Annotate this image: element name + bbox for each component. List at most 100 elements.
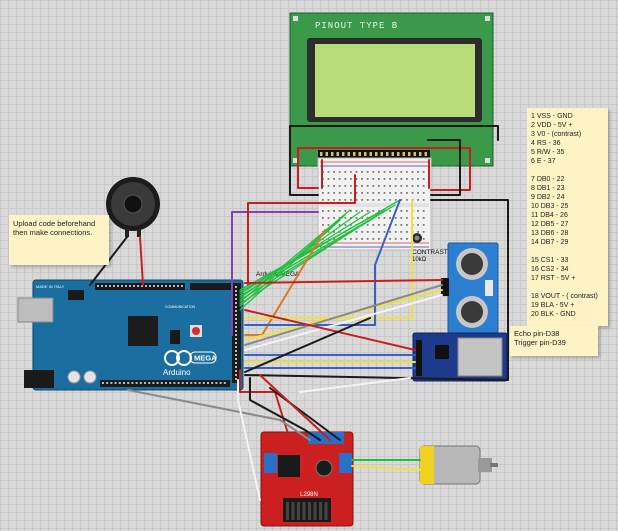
- breadboard-hole: [378, 224, 380, 226]
- header-pin: [153, 285, 155, 287]
- breadboard-hole: [378, 210, 380, 212]
- breadboard-hole: [361, 185, 363, 187]
- wire-white: [299, 377, 411, 393]
- lcd-pin: [369, 152, 372, 156]
- breadboard-hole: [411, 185, 414, 187]
- pinout-line: 6 E - 37: [531, 158, 556, 165]
- breadboard-hole: [344, 199, 347, 201]
- breadboard-hole: [372, 192, 375, 194]
- pinout-line: 16 CS2 - 34: [531, 266, 569, 273]
- breadboard-hole: [422, 192, 425, 194]
- pinout-line: 9 DB2 - 24: [531, 194, 565, 201]
- breadboard-hole: [344, 178, 347, 180]
- header-pin: [235, 298, 237, 300]
- breadboard-hole: [406, 199, 408, 201]
- echo-note: Echo pin-D38 Trigger pin-D39: [510, 326, 598, 356]
- breadboard-hole: [406, 231, 408, 233]
- wire-yellow: [244, 199, 413, 319]
- lcd-pin: [402, 152, 405, 156]
- lcd-pin: [364, 152, 367, 156]
- lcd-pin: [419, 152, 422, 156]
- arduino-logo-icon: [164, 350, 180, 366]
- breadboard-hole: [383, 185, 386, 187]
- breadboard-hole: [344, 185, 347, 187]
- lcd-mount-hole: [293, 158, 298, 163]
- breadboard-hole: [389, 192, 391, 194]
- wire-black: [269, 387, 341, 441]
- power-jack: [24, 370, 54, 388]
- header-pin: [127, 382, 130, 384]
- breadboard-hole: [327, 185, 330, 187]
- mega-label: MEGA: [194, 354, 217, 363]
- echo-note-line: Trigger pin-D39: [514, 338, 566, 347]
- lcd-pin: [375, 152, 378, 156]
- breadboard-hole: [417, 178, 419, 180]
- breadboard-hole: [406, 238, 408, 240]
- header-pin: [194, 382, 197, 384]
- breadboard-hole: [422, 210, 425, 212]
- wire-green: [239, 214, 346, 307]
- breadboard-hole: [361, 231, 363, 233]
- speaker-terminal: [125, 229, 129, 237]
- header-pin: [235, 378, 237, 380]
- lcd-pin: [391, 152, 394, 156]
- header-pin: [177, 382, 180, 384]
- wire-white: [244, 294, 443, 351]
- header-pin: [161, 285, 163, 287]
- header-pin: [235, 350, 237, 352]
- header-pin: [149, 285, 151, 287]
- breadboard-hole: [389, 210, 391, 212]
- wire-red: [297, 147, 471, 191]
- breadboard-hole: [366, 192, 369, 194]
- motor-shaft: [490, 463, 498, 467]
- breadboard-hole: [406, 224, 408, 226]
- lcd-pin: [336, 152, 339, 156]
- wire-yellow: [351, 465, 421, 471]
- pinout-line: 19 BLA - 5V +: [531, 302, 575, 309]
- header-pin: [235, 326, 237, 328]
- reset-button: [192, 327, 200, 335]
- ultrasonic-transducer: [461, 253, 483, 275]
- lcd-pin: [331, 152, 334, 156]
- header-pin: [235, 302, 237, 304]
- breadboard-hole: [322, 217, 324, 219]
- breadboard-hole: [389, 199, 391, 201]
- breadboard-hole: [389, 171, 391, 173]
- breadboard-hole: [422, 199, 425, 201]
- header-pin: [123, 382, 125, 384]
- breadboard-hole: [344, 171, 347, 173]
- lcd-mount-hole: [293, 16, 298, 21]
- breadboard-hole: [355, 199, 358, 201]
- heatsink-fin: [291, 502, 295, 520]
- wire-red: [247, 174, 356, 286]
- pinout-line: [531, 167, 604, 176]
- lcd-pin: [342, 152, 345, 156]
- pinout-line: 15 CS1 - 33: [531, 257, 569, 264]
- ultrasonic-pin-header: [441, 278, 449, 296]
- lcd-pin-strip: [318, 150, 430, 158]
- breadboard-hole: [350, 199, 352, 201]
- breadboard-center-channel: [320, 203, 429, 207]
- breadboard-hole: [389, 238, 391, 240]
- lcd-pin: [358, 152, 361, 156]
- lcd-screen: [315, 44, 475, 117]
- header-pin: [235, 314, 237, 316]
- breadboard-hole: [378, 171, 380, 173]
- upload-note: Upload code beforehand then make connect…: [9, 215, 109, 265]
- breadboard-hole: [372, 171, 375, 173]
- pinout-line: 10 DB3 - 25: [531, 203, 569, 210]
- breadboard-hole: [417, 171, 419, 173]
- wire-red: [244, 279, 443, 284]
- header-pin: [181, 285, 183, 287]
- communication-label: COMMUNICATION: [165, 305, 196, 309]
- breadboard-hole: [400, 192, 403, 194]
- breadboard-hole: [361, 199, 363, 201]
- breadboard-hole: [355, 185, 358, 187]
- breadboard-hole: [389, 185, 391, 187]
- breadboard-hole: [417, 210, 419, 212]
- breadboard-hole: [394, 178, 397, 180]
- breadboard-hole: [361, 217, 363, 219]
- lcd-pin: [413, 152, 416, 156]
- breadboard-hole: [378, 178, 380, 180]
